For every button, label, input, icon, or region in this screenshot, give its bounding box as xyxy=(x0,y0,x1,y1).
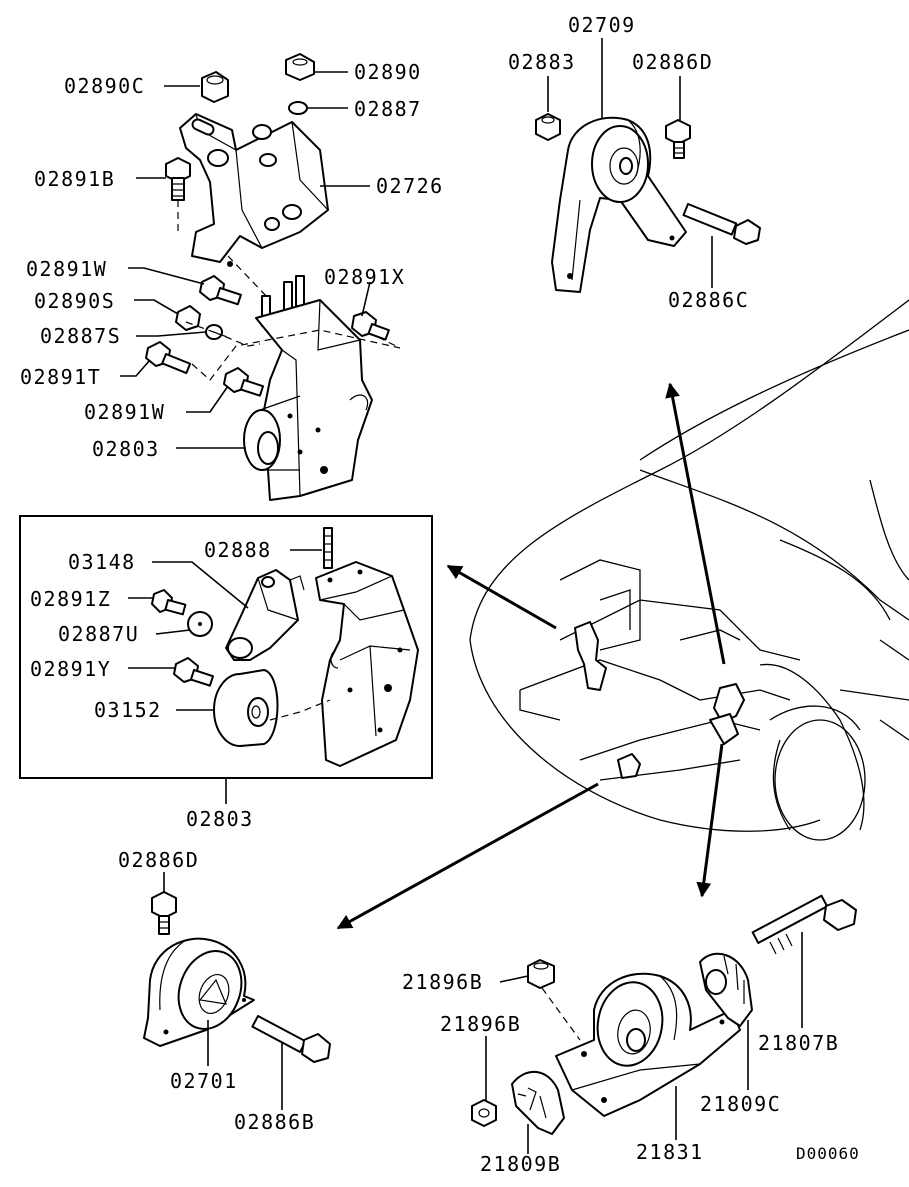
boxed-subassembly-02803 xyxy=(19,515,433,779)
bolt-21807b-icon xyxy=(751,894,857,955)
nut-02890c-icon xyxy=(201,71,229,103)
callout-leaders-top-left xyxy=(120,71,371,449)
callout-21831: 21831 xyxy=(636,1140,704,1164)
callout-02803-top: 02803 xyxy=(92,437,160,461)
callout-02891w-a: 02891W xyxy=(26,257,107,281)
callout-02726: 02726 xyxy=(376,174,444,198)
callout-21896b-a: 21896B xyxy=(402,970,483,994)
callout-21807b: 21807B xyxy=(758,1031,839,1055)
callout-02888: 02888 xyxy=(204,538,272,562)
bolt-02891w-b-icon xyxy=(223,367,265,397)
callout-leaders-box xyxy=(128,549,322,804)
callout-02890c: 02890C xyxy=(64,74,145,98)
bolt-02891y-icon xyxy=(173,657,215,687)
callout-leaders-top-right xyxy=(547,38,713,288)
bushing-03152-icon xyxy=(213,669,279,747)
callout-leaders-bottom-left xyxy=(163,872,283,1110)
callout-02886b: 02886B xyxy=(234,1110,315,1134)
callout-02891w-b: 02891W xyxy=(84,400,165,424)
leader-arrows xyxy=(336,382,726,930)
bolt-02891x-icon xyxy=(351,311,390,341)
bolt-02886c-icon xyxy=(682,202,761,245)
nut-02890-icon xyxy=(285,53,315,81)
callout-02886d-top: 02886D xyxy=(632,50,713,74)
bottom-left-mount-assembly xyxy=(143,891,331,1063)
top-right-mount-assembly xyxy=(535,113,761,293)
bolt-02891b-icon xyxy=(165,157,191,236)
bracket-21809b-icon xyxy=(511,1070,565,1135)
callout-03148: 03148 xyxy=(68,550,136,574)
stud-02888-icon xyxy=(323,527,333,569)
callout-02709: 02709 xyxy=(568,13,636,37)
callout-02883: 02883 xyxy=(508,50,576,74)
nut-21896b-b-icon xyxy=(471,1099,497,1127)
callout-02887u: 02887U xyxy=(58,622,139,646)
bolt-02886d-bottom-icon xyxy=(151,891,177,935)
callout-02891b: 02891B xyxy=(34,167,115,191)
car-body-illustration xyxy=(469,299,909,841)
callout-02803-box: 02803 xyxy=(186,807,254,831)
bolt-02886d-top-icon xyxy=(665,119,691,159)
callout-02891x: 02891X xyxy=(324,265,405,289)
callout-02701: 02701 xyxy=(170,1069,238,1093)
top-left-mount-assembly xyxy=(145,53,401,501)
bracket-02726-icon xyxy=(179,113,329,267)
callout-02890s: 02890S xyxy=(34,289,115,313)
mount-02709-icon xyxy=(551,116,687,293)
callout-02887: 02887 xyxy=(354,97,422,121)
callout-02891y: 02891Y xyxy=(30,657,111,681)
bracket-02803-icon xyxy=(243,299,373,501)
mount-21831-icon xyxy=(555,972,741,1117)
callout-02886d-bottom: 02886D xyxy=(118,848,199,872)
callout-02890: 02890 xyxy=(354,60,422,84)
bracket-21809c-icon xyxy=(699,952,753,1027)
bolt-02891t-icon xyxy=(145,341,192,375)
washer-02887-icon xyxy=(288,101,308,115)
callout-02886c: 02886C xyxy=(668,288,749,312)
nut-02890s-icon xyxy=(175,305,201,331)
bottom-right-mount-assembly xyxy=(471,894,857,1135)
callout-21896b-b: 21896B xyxy=(440,1012,521,1036)
bolt-02886b-icon xyxy=(251,1014,331,1063)
callout-leaders-bottom-right xyxy=(485,932,803,1154)
bolt-02891z-icon xyxy=(151,589,187,616)
bracket-02803-box-icon xyxy=(315,561,419,767)
mount-02701-icon xyxy=(143,937,255,1047)
callout-02891z: 02891Z xyxy=(30,587,111,611)
washer-02887u-icon xyxy=(187,611,213,637)
diagram-reference-code: D00060 xyxy=(796,1144,860,1163)
callout-02891t: 02891T xyxy=(20,365,101,389)
callout-labels: 02890C 02890 02887 02891B 02726 02891W 0… xyxy=(20,13,860,1176)
nut-21896b-a-icon xyxy=(527,959,555,989)
callout-21809c: 21809C xyxy=(700,1092,781,1116)
callout-02887s: 02887S xyxy=(40,324,121,348)
bracket-03148-icon xyxy=(225,569,305,661)
callout-03152: 03152 xyxy=(94,698,162,722)
nut-02883-icon xyxy=(535,113,561,141)
bolt-02891w-a-icon xyxy=(199,275,242,306)
callout-21809b: 21809B xyxy=(480,1152,561,1176)
